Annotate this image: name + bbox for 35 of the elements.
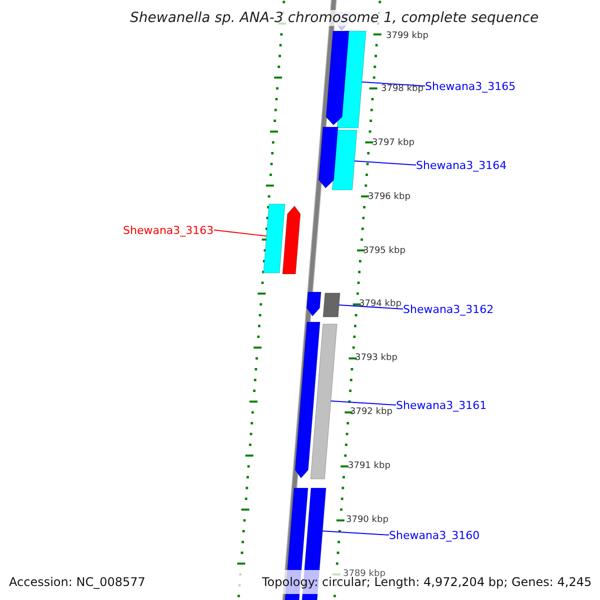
gene-feature <box>318 126 338 188</box>
gene-feature <box>306 292 322 316</box>
gene-label: Shewana3_3164 <box>416 160 507 170</box>
leader-line <box>322 530 390 536</box>
scale-label: 3797 kbp <box>372 138 414 148</box>
info-text: Accession: NC_008577 <box>9 576 146 588</box>
leader-line <box>361 82 426 86</box>
gene-feature <box>294 322 320 478</box>
scale-label: 3790 kbp <box>346 516 388 524</box>
gene-feature <box>282 206 301 274</box>
scale-label: 3792 kbp <box>350 408 392 416</box>
scale-label: 3791 kbp <box>348 462 390 470</box>
scale-label: 3795 kbp <box>363 246 406 256</box>
scale-label: 3798 kbp <box>381 84 424 94</box>
gene-label: Shewana3_3161 <box>396 400 487 410</box>
scale-label: 3796 kbp <box>368 192 410 202</box>
scale-label: 3794 kbp <box>359 300 402 308</box>
gene-block <box>332 130 358 190</box>
scale-label: 3799 kbp <box>386 32 428 40</box>
leader-line <box>214 230 267 236</box>
gene-block <box>263 204 286 274</box>
scale-label: 3793 kbp <box>355 354 398 362</box>
gene-label: Shewana3_3165 <box>425 80 516 92</box>
title: Shewanella sp. ANA-3 chromosome 1, complete sequence <box>128 10 541 26</box>
scale-label: 3789 kbp <box>343 570 386 578</box>
gene-label: Shewana3_3162 <box>403 304 494 314</box>
info-text: Topology: circular; Length: 4,972,204 bp; Genes: 4,245 <box>262 576 592 588</box>
leader-line <box>338 304 404 310</box>
gene-label: Shewana3_3160 <box>389 530 480 540</box>
gene-block <box>322 292 340 318</box>
gene-label: Shewana3_3163 <box>123 224 214 236</box>
leader-line <box>354 160 416 166</box>
gene-feature <box>326 30 350 126</box>
leader-line <box>330 400 396 406</box>
gene-block <box>310 324 338 480</box>
